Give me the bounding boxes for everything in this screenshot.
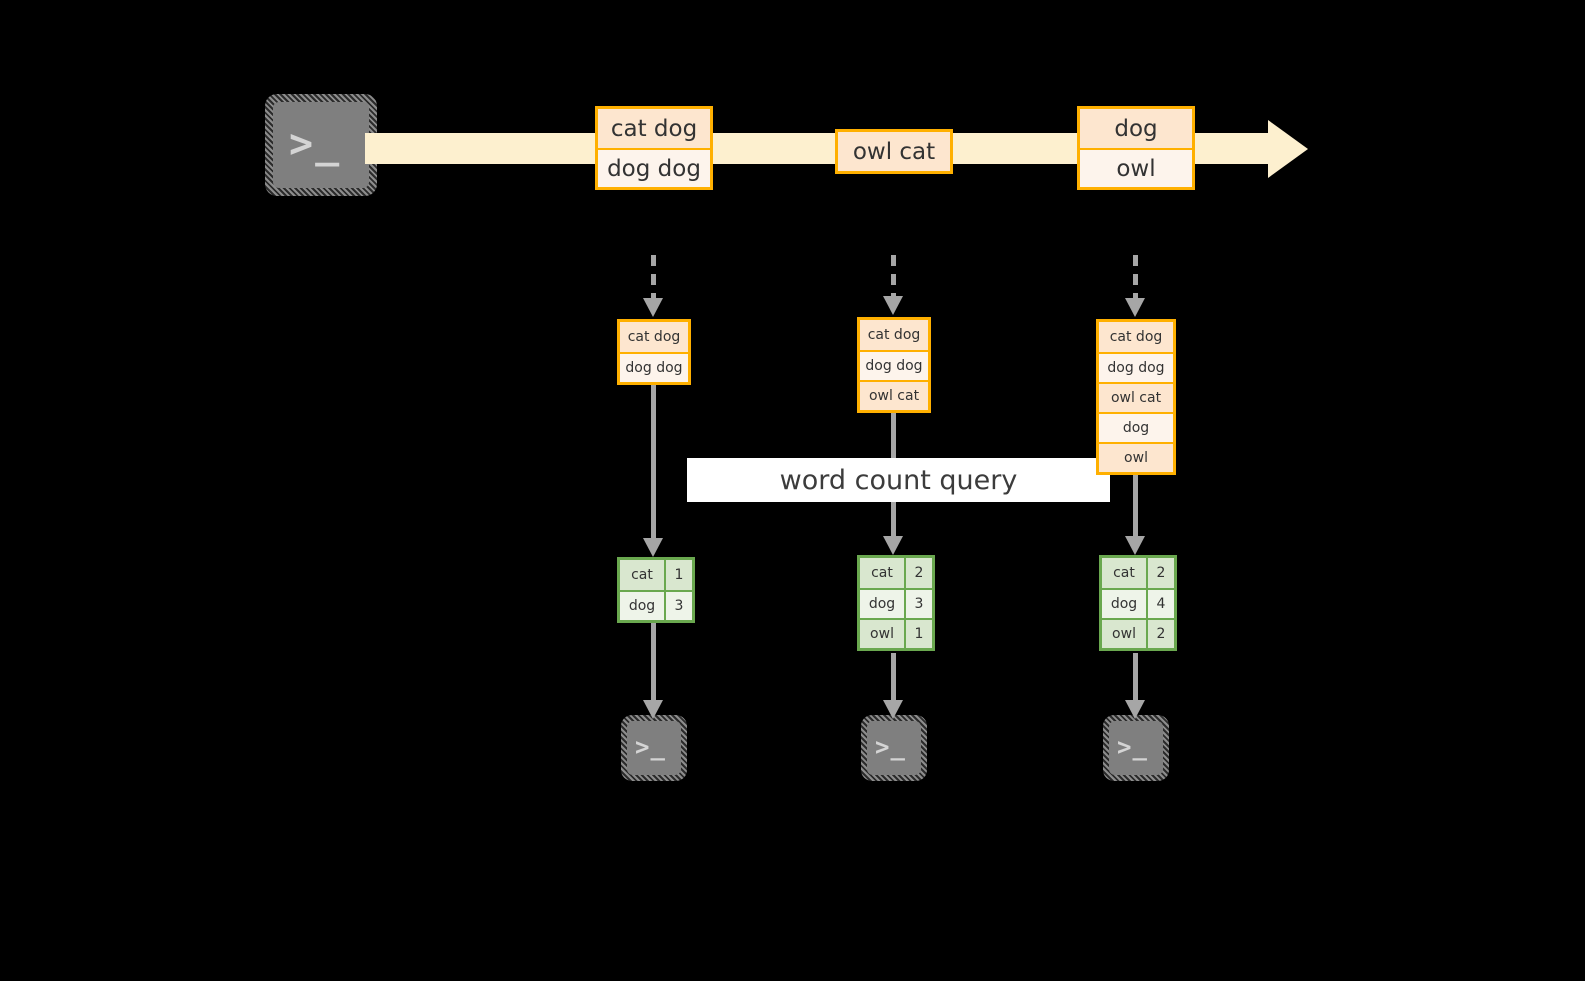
terminal-prompt-glyph: >_: [635, 733, 666, 761]
snapshot-3-query-arrow: [1125, 475, 1145, 555]
input-line: cat dog: [1099, 322, 1173, 352]
query-label-band: word count query: [687, 458, 1110, 502]
table-cell-word: cat: [1102, 558, 1148, 588]
terminal-screen: [627, 721, 681, 775]
arrow-shaft: [891, 653, 896, 700]
arrow-head-icon: [1125, 700, 1145, 719]
input-line: owl cat: [860, 380, 928, 410]
table-row: owl 2: [1102, 618, 1174, 648]
table-cell-count: 2: [906, 558, 932, 588]
table-cell-count: 1: [666, 560, 692, 590]
table-row: dog 4: [1102, 588, 1174, 618]
arrow-head-icon: [1125, 298, 1145, 317]
arrow-head-icon: [1125, 536, 1145, 555]
arrow-head-icon: [643, 700, 663, 719]
snapshot-3-sink-terminal-icon: >_: [1103, 715, 1169, 781]
arrow-shaft: [1133, 475, 1138, 536]
snapshot-1-query-arrow: [643, 384, 663, 557]
arrow-shaft: [891, 255, 896, 296]
snapshot-3-result-table: cat 2 dog 4 owl 2: [1099, 555, 1177, 651]
record-line: owl cat: [838, 132, 950, 171]
stream-to-snapshot-arrow-3: [1125, 255, 1145, 317]
stream-to-snapshot-arrow-1: [643, 255, 663, 317]
input-line: cat dog: [620, 322, 688, 352]
table-cell-word: owl: [1102, 620, 1148, 648]
snapshot-1-sink-terminal-icon: >_: [621, 715, 687, 781]
input-line: cat dog: [860, 320, 928, 350]
query-label-text: word count query: [779, 464, 1018, 496]
input-line: dog dog: [860, 350, 928, 380]
table-row: cat 2: [860, 558, 932, 588]
table-row: dog 3: [620, 590, 692, 620]
arrow-shaft: [651, 623, 656, 700]
snapshot-2-sink-terminal-icon: >_: [861, 715, 927, 781]
arrow-shaft: [1133, 653, 1138, 700]
table-cell-count: 2: [1148, 620, 1174, 648]
snapshot-3-input-stack: cat dog dog dog owl cat dog owl: [1096, 319, 1176, 475]
input-line: owl: [1099, 442, 1173, 472]
arrow-head-icon: [643, 538, 663, 557]
stream-to-snapshot-arrow-2: [883, 255, 903, 315]
stream-record-2: owl cat: [835, 129, 953, 174]
input-line: owl cat: [1099, 382, 1173, 412]
terminal-screen: [273, 102, 369, 188]
table-cell-word: dog: [620, 592, 666, 620]
table-cell-count: 1: [906, 620, 932, 648]
stream-record-3: dog owl: [1077, 106, 1195, 190]
arrow-shaft: [1133, 255, 1138, 298]
table-cell-count: 3: [906, 590, 932, 618]
stream-arrow-head-icon: [1268, 120, 1308, 178]
input-line: dog: [1099, 412, 1173, 442]
terminal-prompt-glyph: >_: [289, 121, 342, 167]
record-line: cat dog: [598, 109, 710, 148]
record-line: dog: [1080, 109, 1192, 148]
arrow-head-icon: [883, 296, 903, 315]
table-cell-word: owl: [860, 620, 906, 648]
table-cell-count: 2: [1148, 558, 1174, 588]
arrow-shaft: [651, 384, 656, 538]
input-line: dog dog: [1099, 352, 1173, 382]
table-cell-count: 4: [1148, 590, 1174, 618]
snapshot-1-sink-arrow: [643, 623, 663, 719]
snapshot-1-result-table: cat 1 dog 3: [617, 557, 695, 623]
snapshot-1-input-stack: cat dog dog dog: [617, 319, 691, 385]
table-cell-word: dog: [1102, 590, 1148, 618]
snapshot-2-sink-arrow: [883, 653, 903, 719]
arrow-head-icon: [883, 700, 903, 719]
table-row: cat 1: [620, 560, 692, 590]
record-line: owl: [1080, 148, 1192, 187]
snapshot-2-result-table: cat 2 dog 3 owl 1: [857, 555, 935, 651]
table-row: dog 3: [860, 588, 932, 618]
arrow-head-icon: [883, 536, 903, 555]
input-line: dog dog: [620, 352, 688, 382]
table-row: cat 2: [1102, 558, 1174, 588]
source-terminal-icon: >_: [265, 94, 377, 196]
snapshot-2-input-stack: cat dog dog dog owl cat: [857, 317, 931, 413]
terminal-screen: [1109, 721, 1163, 775]
stream-record-1: cat dog dog dog: [595, 106, 713, 190]
table-cell-word: dog: [860, 590, 906, 618]
table-cell-word: cat: [620, 560, 666, 590]
arrow-shaft: [651, 255, 656, 298]
arrow-head-icon: [643, 298, 663, 317]
table-row: owl 1: [860, 618, 932, 648]
record-line: dog dog: [598, 148, 710, 187]
terminal-prompt-glyph: >_: [1117, 733, 1148, 761]
snapshot-3-sink-arrow: [1125, 653, 1145, 719]
terminal-screen: [867, 721, 921, 775]
terminal-prompt-glyph: >_: [875, 733, 906, 761]
table-cell-count: 3: [666, 592, 692, 620]
table-cell-word: cat: [860, 558, 906, 588]
